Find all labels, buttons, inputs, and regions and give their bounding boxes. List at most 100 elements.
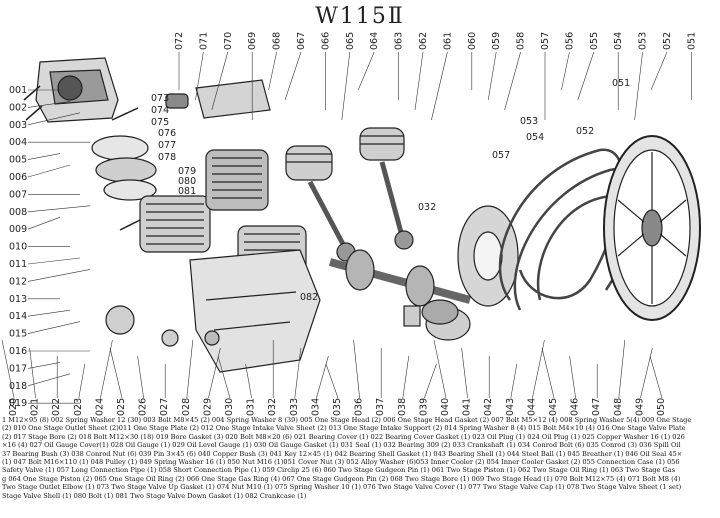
leader-left-011 <box>27 257 81 265</box>
leader-top-062 <box>414 51 424 111</box>
legend-line: 37 Bearing Bush (3) 038 Conrod Nut (6) 0… <box>2 449 683 458</box>
label-inner-082-9: 082 <box>300 292 318 303</box>
crankshaft <box>328 249 472 307</box>
label-bottom-046: 046 <box>570 398 581 416</box>
label-left-001: 001 <box>9 85 27 96</box>
leader-bottom-034 <box>316 355 329 399</box>
crankcase <box>189 249 321 373</box>
leader-left-009 <box>27 216 61 230</box>
label-top-065: 065 <box>345 32 356 50</box>
compressor-parts <box>23 57 701 373</box>
leader-bottom-025 <box>109 347 123 399</box>
legend-line: Stage Valve Shell (1) 080 Bolt (1) 081 T… <box>2 491 307 500</box>
leader-left-008 <box>27 205 91 213</box>
label-inner-079-6: 079 <box>178 166 196 177</box>
label-inner-051-14: 051 <box>612 78 630 89</box>
label-bottom-037: 037 <box>375 398 386 416</box>
label-left-002: 002 <box>9 102 27 113</box>
label-top-059: 059 <box>491 32 502 50</box>
leader-top-053 <box>634 51 643 121</box>
diagram-title: W115Ⅱ <box>315 4 405 29</box>
leader-bottom-048 <box>618 339 626 399</box>
label-bottom-045: 045 <box>548 398 559 416</box>
label-inner-081-8: 081 <box>178 186 196 197</box>
label-bottom-022: 022 <box>51 398 62 416</box>
leader-bottom-024 <box>100 339 113 399</box>
label-left-005: 005 <box>9 155 27 166</box>
two-stage-bore <box>205 149 269 211</box>
label-bottom-050: 050 <box>656 398 667 416</box>
label-top-054: 054 <box>613 32 624 50</box>
parts-legend: 1 M12×95 (8) 002 Spring Washer 12 (30) 0… <box>0 416 720 518</box>
legend-line: (1) 047 Bolt M16×110 (1) 048 Pulley (1) … <box>2 458 680 467</box>
leader-top-056 <box>561 51 570 91</box>
label-left-006: 006 <box>9 172 27 183</box>
leader-top-065 <box>341 51 351 121</box>
label-bottom-027: 027 <box>159 398 170 416</box>
two-stage-head <box>165 79 271 119</box>
label-bottom-026: 026 <box>138 398 149 416</box>
label-bottom-028: 028 <box>181 398 192 416</box>
label-bottom-047: 047 <box>591 398 602 416</box>
leader-left-002 <box>27 101 71 108</box>
label-top-064: 064 <box>369 32 380 50</box>
leader-lines <box>1 51 692 404</box>
legend-line: (2) 010 One Stage Outlet Sheet (2)011 On… <box>2 424 686 433</box>
label-top-052: 052 <box>662 32 673 50</box>
label-left-004: 004 <box>9 137 27 148</box>
label-top-055: 055 <box>589 32 600 50</box>
leader-bottom-030 <box>217 355 231 399</box>
label-top-066: 066 <box>320 32 331 50</box>
leader-bottom-026 <box>137 355 144 399</box>
label-inner-053-10: 053 <box>520 116 538 127</box>
label-bottom-040: 040 <box>440 398 451 416</box>
leader-left-015 <box>27 321 81 334</box>
label-top-062: 062 <box>418 32 429 50</box>
label-left-017: 017 <box>9 363 27 374</box>
label-inner-075-2: 075 <box>151 117 169 128</box>
leader-bottom-049 <box>640 347 653 399</box>
legend-line: Two Stage Outlet Elbow (1) 073 Two Stage… <box>2 483 682 492</box>
leader-bottom-044 <box>532 339 545 399</box>
legend-line: (2) 017 Stage Bore (2) 018 Bolt M12×30 (… <box>2 432 685 441</box>
label-top-067: 067 <box>296 32 307 50</box>
label-bottom-033: 033 <box>289 398 300 416</box>
label-top-051: 051 <box>686 32 697 50</box>
label-bottom-043: 043 <box>505 398 516 416</box>
label-inner-052-13: 052 <box>576 126 594 137</box>
label-left-010: 010 <box>9 242 27 253</box>
label-bottom-021: 021 <box>30 398 41 416</box>
leader-left-017 <box>27 362 61 369</box>
label-inner-032-15: 032 <box>418 202 436 213</box>
pistons <box>285 127 405 181</box>
part-labels: 0010020030040050060070080090100110120130… <box>8 32 697 416</box>
label-bottom-042: 042 <box>483 398 494 416</box>
label-bottom-041: 041 <box>462 398 473 416</box>
label-top-063: 063 <box>394 32 405 50</box>
one-stage-bore-left <box>139 195 211 253</box>
leader-top-055 <box>577 51 595 101</box>
leader-top-064 <box>357 51 375 91</box>
leader-bottom-028 <box>186 339 194 399</box>
leader-top-058 <box>504 51 521 111</box>
label-bottom-032: 032 <box>267 398 278 416</box>
leader-bottom-043 <box>510 363 518 399</box>
leader-left-005 <box>27 153 61 160</box>
label-bottom-024: 024 <box>94 398 105 416</box>
label-left-011: 011 <box>9 259 27 270</box>
leader-bottom-031 <box>245 363 252 399</box>
label-left-012: 012 <box>9 276 27 287</box>
label-left-018: 018 <box>9 381 27 392</box>
legend-line: 1 M12×95 (8) 002 Spring Washer 12 (30) 0… <box>2 416 692 424</box>
label-bottom-039: 039 <box>418 398 429 416</box>
label-inner-080-7: 080 <box>178 176 196 187</box>
leader-bottom-036 <box>353 339 360 399</box>
label-top-058: 058 <box>516 32 527 50</box>
label-bottom-029: 029 <box>202 398 213 416</box>
leader-left-012 <box>27 269 91 282</box>
label-bottom-034: 034 <box>310 398 321 416</box>
leader-bottom-039 <box>424 363 437 399</box>
label-top-056: 056 <box>564 32 575 50</box>
valve-plates <box>91 135 157 201</box>
